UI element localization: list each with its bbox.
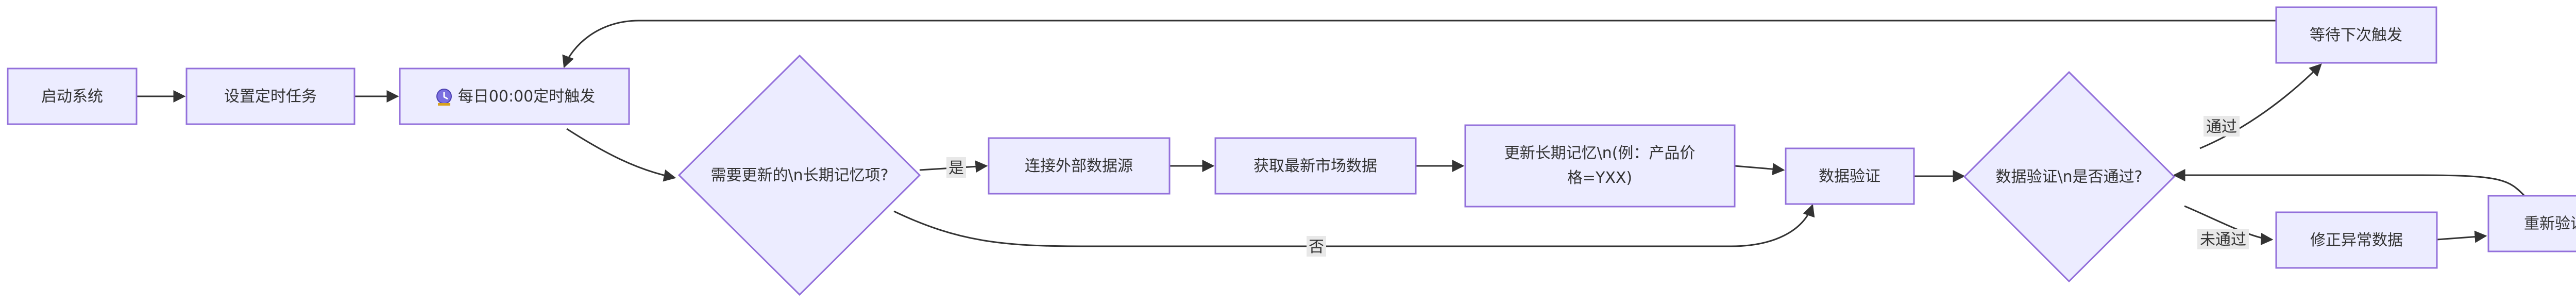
- node-need-update-label: 需要更新的\n长期记忆项?: [710, 166, 888, 184]
- node-connect-label: 连接外部数据源: [1025, 157, 1133, 175]
- node-validate[interactable]: 数据验证: [1785, 147, 1915, 205]
- edge-decision-no-to-validate: [893, 204, 1815, 247]
- edge-label-fail: 未通过: [2200, 231, 2246, 249]
- node-set-task[interactable]: 设置定时任务: [185, 67, 355, 125]
- node-start[interactable]: 启动系统: [7, 67, 138, 125]
- node-update[interactable]: 更新长期记忆\n(例：产品价 格=YXX): [1464, 124, 1736, 208]
- edge-label-fail-bg: [2197, 229, 2249, 249]
- node-trigger[interactable]: 每日00:00定时触发: [399, 67, 630, 125]
- node-set-task-label: 设置定时任务: [224, 88, 317, 106]
- node-revalidate[interactable]: 重新验证修正结果: [2487, 195, 2576, 252]
- node-wait-next-label: 等待下次触发: [2310, 26, 2402, 44]
- node-validate-label: 数据验证: [1819, 167, 1880, 185]
- node-start-label: 启动系统: [41, 88, 103, 106]
- edge-trigger-to-decision: [566, 128, 676, 182]
- node-fetch[interactable]: 获取最新市场数据: [1214, 137, 1417, 195]
- node-revalidate-label: 重新验证修正结果: [2524, 215, 2576, 233]
- edge-label-pass-bg: [2204, 116, 2240, 137]
- edge-fix-to-revalidate: [2436, 230, 2487, 243]
- node-update-label-line2: 格=YXX): [1567, 169, 1632, 187]
- node-fix[interactable]: 修正异常数据: [2275, 211, 2438, 269]
- edge-label-no-bg: [1307, 236, 1326, 257]
- edge-update-to-validate: [1734, 163, 1785, 176]
- node-wait-next[interactable]: 等待下次触发: [2275, 6, 2437, 64]
- edge-revalidate-to-decision2: [2173, 169, 2526, 197]
- node-update-label-line1: 更新长期记忆\n(例：产品价: [1504, 144, 1696, 162]
- edge-wait-to-trigger: [562, 20, 2276, 69]
- edge-label-pass: 通过: [2206, 118, 2237, 136]
- edge-label-yes-bg: [946, 157, 966, 178]
- node-validate-pass-decision[interactable]: 数据验证\n是否通过?: [1963, 71, 2176, 283]
- edge-label-no: 否: [1309, 238, 1324, 256]
- node-fix-label: 修正异常数据: [2310, 231, 2403, 249]
- node-validate-pass-label: 数据验证\n是否通过?: [1995, 168, 2142, 186]
- edge-label-yes: 是: [948, 159, 964, 177]
- node-connect[interactable]: 连接外部数据源: [988, 137, 1171, 195]
- edge-pass-to-wait: [2199, 63, 2322, 149]
- node-trigger-label: 每日00:00定时触发: [458, 88, 595, 106]
- edge-fail-to-fix: [2184, 205, 2274, 245]
- clock-icon: [436, 89, 452, 106]
- node-need-update-decision[interactable]: 需要更新的\n长期记忆项?: [677, 54, 921, 296]
- node-fetch-label: 获取最新市场数据: [1253, 157, 1377, 175]
